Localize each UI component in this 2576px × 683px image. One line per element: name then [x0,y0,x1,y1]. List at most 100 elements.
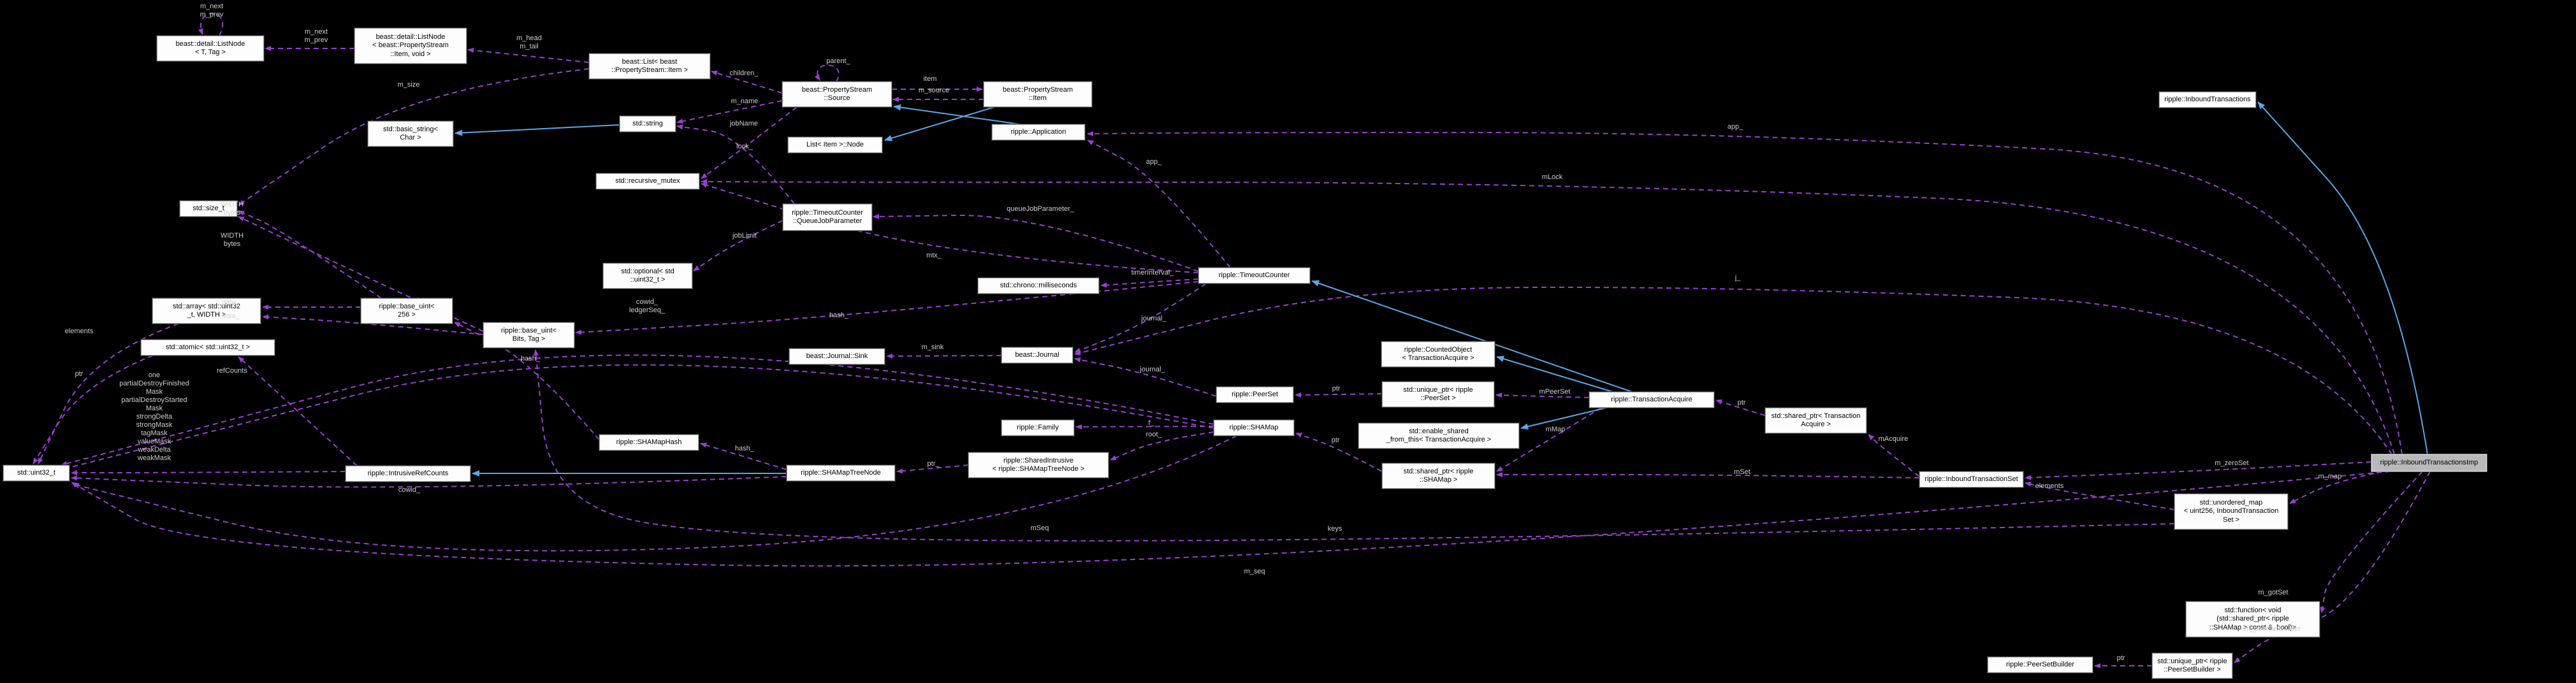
edge-label-root: root_ [1146,431,1162,438]
edge-shamaphash-baseuint256 [454,322,600,440]
edge-source-mutex [701,106,797,179]
node-unordered-map-label: Set > [2223,515,2239,524]
node-array-uint32-label: std::array< std::uint32 [172,302,241,310]
node-shared-intrusive[interactable]: ripple::SharedIntrusive< ripple::SHAMapT… [968,452,1109,478]
node-base-uint-bits[interactable]: ripple::base_uint<Bits, Tag > [483,322,575,349]
edge-ta-timeoutcounter [1311,280,1633,392]
node-recursive-mutex[interactable]: std::recursive_mutex [595,173,700,190]
node-std-function-label: ::SHAMap > const &, bool)> [2209,623,2297,631]
edge-label-hash-treenode: hash_ [735,445,754,452]
edge-treenode-shamaphash [700,442,787,470]
node-std-function-label: (std::shared_ptr< ripple [2216,615,2289,623]
node-listnode-t-tag[interactable]: beast::detail::ListNode< T, Tag > [156,35,265,62]
node-shamap-hash[interactable]: ripple::SHAMapHash [599,434,699,451]
edge-string-basicstring [455,124,620,136]
edge-refcounts-uint32 [71,470,346,475]
node-base-uint-256-label: 256 > [398,311,416,319]
node-ps-item-label: ::Item [1029,94,1047,102]
edge-label-elements-right: elements [2035,482,2064,490]
node-beast-list-psitem[interactable]: beast::List< beast::PropertyStream::Item… [588,53,711,80]
node-optional-uint32[interactable]: std::optional< std::uint32_t > [602,262,693,289]
node-shared-intrusive-label: ripple::SharedIntrusive [1003,456,1074,464]
node-journal-sink[interactable]: beast::Journal::Sink [789,348,885,365]
edge-label-elements-left: elements [64,327,94,335]
node-timeout-counter[interactable]: ripple::TimeoutCounter [1198,267,1311,284]
edge-label-data-1: data_ [222,299,240,306]
node-shamap[interactable]: ripple::SHAMap [1213,419,1295,436]
edge-label-m-peersetbuilder: m_peerSetBuilder [2244,625,2301,633]
edge-label-ptr-peerset: ptr [1332,385,1341,392]
edge-label-hash-mid: hash_ [829,312,848,319]
edge-source-string [676,100,783,124]
edge-source-self-loop [814,64,840,82]
node-listnode-psitem-label: < beast::PropertyStream [372,41,449,50]
node-inbound-transactions[interactable]: ripple::InboundTransactions [2158,91,2257,108]
node-intrusive-refcounts[interactable]: ripple::IntrusiveRefCounts [345,465,471,482]
node-shared-ptr-shamap[interactable]: std::shared_ptr< ripple::SHAMap > [1381,463,1495,489]
edge-label-parent: parent_ [826,57,850,65]
edge-imp-mutex [701,179,2395,455]
edge-imp-txset [2025,461,2372,480]
edge-txset-sharedptrshamap [1496,472,1920,478]
edge-peerset-journal [1074,357,1217,397]
edge-label-children: children_ [729,69,759,77]
node-imp[interactable]: ripple::InboundTransactionsImp [2371,454,2487,472]
node-milliseconds[interactable]: std::chrono::milliseconds [977,277,1100,294]
node-std-string-label: std::string [632,119,663,127]
edge-refcounts-atomic [238,356,358,466]
node-unique-ptr-peerset[interactable]: std::unique_ptr< ripple::PeerSet > [1381,381,1495,408]
node-shared-ptr-shamap-label: std::shared_ptr< ripple [1403,467,1474,475]
node-journal-sink-label: beast::Journal::Sink [806,352,868,360]
node-application[interactable]: ripple::Application [991,124,1086,141]
edge-label-m-size: m_size [397,81,420,89]
node-std-string[interactable]: std::string [619,115,676,133]
node-basic-string[interactable]: std::basic_string<Char > [367,120,454,147]
node-base-uint-256[interactable]: ripple::base_uint<256 > [360,298,453,324]
node-atomic-uint32[interactable]: std::atomic< std::uint32_t > [140,339,275,356]
node-unordered-map[interactable]: std::unordered_map< uint256, InboundTran… [2174,493,2289,530]
node-enable-shared[interactable]: std::enable_shared_from_this< Transactio… [1358,422,1520,449]
edge-atomic-uint32 [33,355,154,464]
edge-imp-uniqueptrpsb [2234,471,2431,663]
node-peerset-builder[interactable]: ripple::PeerSetBuilder [1987,656,2093,673]
node-recursive-mutex-label: std::recursive_mutex [615,176,680,185]
node-peerset[interactable]: ripple::PeerSet [1216,386,1294,403]
edge-unorderedmap-keys [533,349,2175,542]
edge-label-cowid-bottom: cowid_ [398,486,421,494]
node-shamap-treenode[interactable]: ripple::SHAMapTreeNode [786,464,896,482]
node-counted-object-label: ripple::CountedObject [1404,345,1473,354]
node-transaction-acquire[interactable]: ripple::TransactionAcquire [1589,391,1715,408]
node-shared-intrusive-label: < ripple::SHAMapTreeNode > [992,465,1085,473]
edge-sharedptrta-ta [1715,399,1766,416]
node-size-t[interactable]: std::size_t [179,200,238,217]
node-qjp[interactable]: ripple::TimeoutCounter::QueueJobParamete… [782,203,873,231]
node-uint32[interactable]: std::uint32_t [3,464,70,482]
node-array-uint32[interactable]: std::array< std::uint32_t, WIDTH > [152,298,261,324]
node-shared-ptr-ta-label: Acquire > [1801,421,1831,428]
node-application-label: ripple::Application [1010,127,1066,136]
edge-shamap-family [1075,424,1214,429]
node-counted-object[interactable]: ripple::CountedObject< TransactionAcquir… [1381,341,1495,368]
node-qjp-label: ::QueueJobParameter [792,217,862,225]
node-family-label: ripple::Family [1017,423,1059,431]
node-family[interactable]: ripple::Family [1001,419,1075,436]
edge-label-f: f_ [1148,419,1154,427]
node-ps-item[interactable]: beast::PropertyStream::Item [983,81,1093,108]
node-ps-source-label: ::Source [824,94,850,102]
node-list-item-node[interactable]: List< Item >::Node [787,136,883,154]
node-inbound-tx-set[interactable]: ripple::InboundTransactionSet [1919,471,2024,488]
edge-shamap-uint32-ledgerseq [61,364,1214,471]
node-journal[interactable]: beast::Journal [1001,347,1073,364]
node-unique-ptr-psb-label: std::unique_ptr< ripple [2157,657,2227,665]
edge-imp-uint32-mseq [71,471,2391,567]
edge-label-item: item [923,75,937,83]
node-listnode-psitem[interactable]: beast::detail::ListNode< beast::Property… [354,27,467,64]
node-ps-source[interactable]: beast::PropertyStream::Source [782,81,892,108]
node-shamap-hash-label: ripple::SHAMapHash [616,438,682,446]
node-std-function[interactable]: std::function< void(std::shared_ptr< rip… [2185,601,2320,638]
node-listnode-t-tag-label: < T, Tag > [195,48,226,56]
node-unique-ptr-psb[interactable]: std::unique_ptr< ripple::PeerSetBuilder … [2151,652,2233,679]
